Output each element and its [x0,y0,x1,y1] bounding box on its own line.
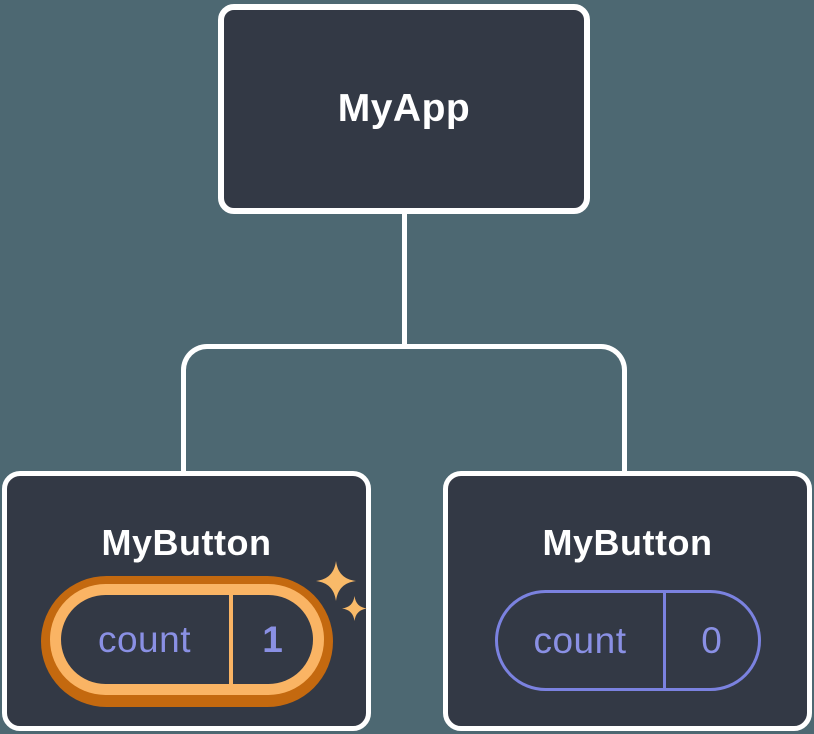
state-value-label: 1 [262,618,283,660]
sparkle-icon-small [342,596,367,621]
node-mybutton-normal: MyButton count 0 [443,471,812,731]
state-pill-divider [662,593,666,689]
node-mybutton-updated: MyButton count 1 [2,471,371,731]
state-key-cell: count [498,593,663,688]
sparkle-icon-large [316,561,356,601]
state-key-label: count [533,619,627,661]
state-pill-body: count 1 [60,595,313,685]
connector-root-stem [402,212,407,346]
node-myapp-label: MyApp [337,86,471,130]
node-myapp: MyApp [218,4,590,214]
node-mybutton-normal-label: MyButton [542,522,713,563]
state-key-cell: count [61,595,229,684]
state-value-label: 0 [701,619,722,661]
state-pill-highlighted: count 1 [40,576,333,708]
state-pill-highlight-ring: count 1 [49,584,324,696]
state-pill-normal: count 0 [494,590,761,692]
connector-branch [181,344,627,471]
state-value-cell: 1 [233,595,313,684]
state-value-cell: 0 [666,593,758,688]
state-key-label: count [97,618,191,660]
state-pill-divider [228,595,233,685]
node-mybutton-updated-label: MyButton [101,522,272,563]
